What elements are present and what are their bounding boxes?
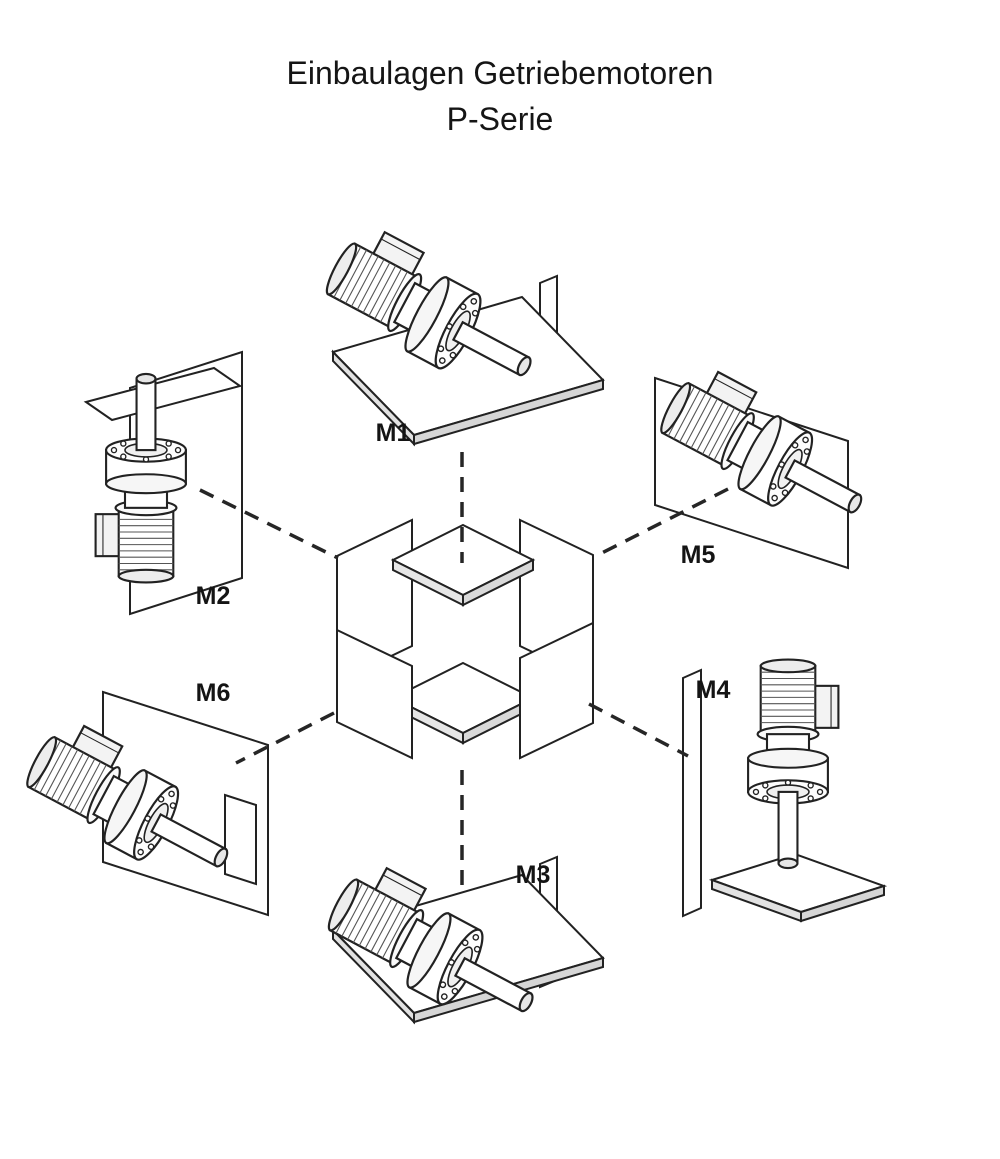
label-m4: M4 — [696, 676, 731, 704]
m2-top-bracket — [83, 366, 243, 422]
label-m3: M3 — [516, 861, 551, 889]
label-m1: M1 — [376, 419, 411, 447]
connector-m6 — [235, 711, 335, 765]
gearmotor-illustration-m4 — [747, 658, 840, 870]
motor-assembly-m4 — [682, 658, 888, 923]
connector-m2 — [199, 488, 339, 560]
motor-assembly-m5 — [649, 358, 885, 570]
cube-bottom-plate — [390, 661, 536, 735]
diagram-subtitle: P-Serie — [446, 101, 554, 138]
m4-plate-edge — [800, 884, 885, 923]
motor-assembly-m1 — [314, 218, 605, 447]
title-block: Einbaulagen Getriebemotoren P-Serie — [0, 54, 1000, 139]
cube-panel-lower-right — [519, 621, 594, 760]
label-m2: M2 — [196, 582, 231, 610]
diagram-title: Einbaulagen Getriebemotoren — [286, 55, 714, 91]
motor-assembly-m3 — [316, 854, 605, 1043]
cube-top-plate-edge — [462, 558, 534, 607]
label-m5: M5 — [681, 541, 716, 569]
motor-assembly-m2 — [83, 350, 243, 616]
label-m6: M6 — [196, 679, 231, 707]
m4-side-panel — [682, 668, 702, 918]
motor-assembly-m6 — [15, 690, 269, 917]
connector-m4 — [588, 702, 689, 758]
m1-plate-edge — [413, 378, 604, 446]
center-mounting-cube — [336, 518, 594, 760]
m6-shaft-bracket — [224, 793, 257, 886]
cube-panel-lower-left — [336, 628, 413, 760]
connectors — [199, 452, 729, 890]
